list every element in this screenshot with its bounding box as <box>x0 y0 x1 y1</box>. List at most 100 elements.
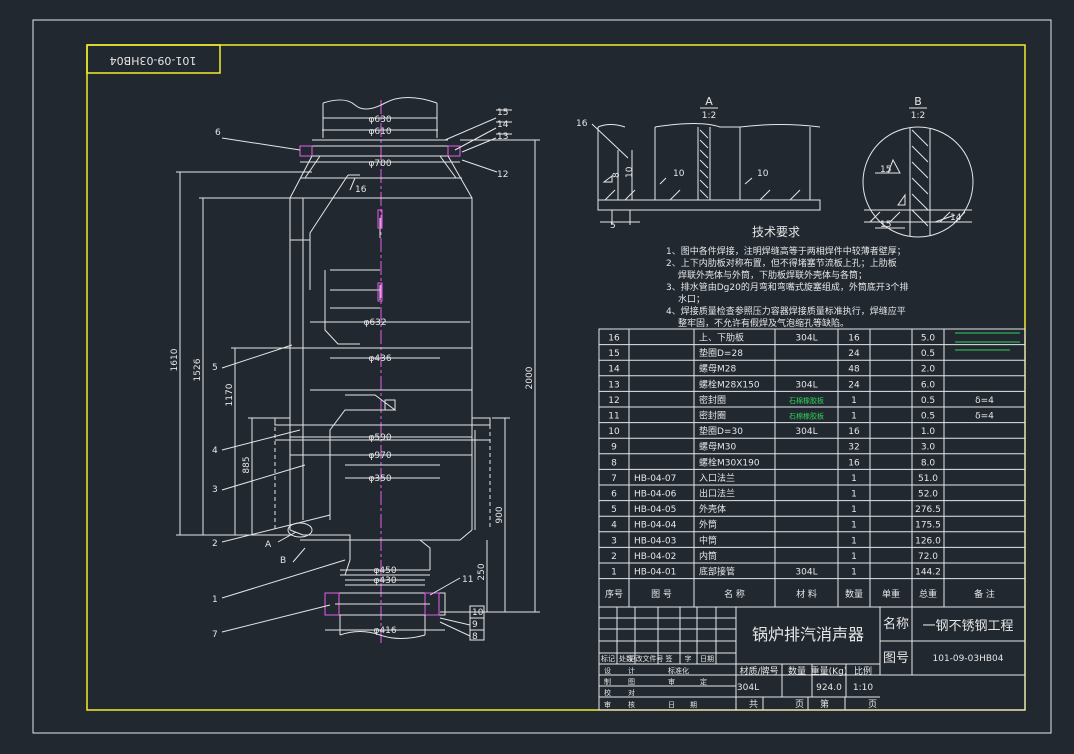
sheet-word-2: 页 <box>868 699 877 710</box>
bom-cell-name: 出口法兰 <box>699 488 735 500</box>
tech-req-title: 技术要求 <box>752 225 800 239</box>
detail-a-dim-2: 10 <box>625 166 635 178</box>
dim-1610: 1610 <box>170 348 180 371</box>
material-label: 材质/牌号 <box>739 665 778 677</box>
bom-cell-total: 51.0 <box>918 474 938 484</box>
bom-cell-mat: 304L <box>795 427 817 437</box>
bom-cell-qty: 16 <box>848 427 860 437</box>
bom-cell-total: 276.5 <box>915 505 941 515</box>
bom-cell-qty: 16 <box>848 334 860 344</box>
bom-cell-qty: 1 <box>851 552 857 562</box>
bom-cell-name: 垫圈D=30 <box>699 425 743 437</box>
bom-cell-total: 2.0 <box>921 365 936 375</box>
dim-d350: φ350 <box>368 474 391 484</box>
dim-d630: φ630 <box>368 115 391 125</box>
bom-cell-qty: 48 <box>848 365 860 375</box>
bom-cell-note: δ=4 <box>975 412 994 422</box>
dim-d632: φ632 <box>363 318 386 328</box>
bom-cell-code: HB-04-05 <box>634 505 676 515</box>
bom-cell-name: 螺栓M28X150 <box>699 378 760 390</box>
project-name: 一钢不锈钢工程 <box>922 619 1013 634</box>
detail-a-dim-1: 8 <box>612 172 622 178</box>
material-value: 304L <box>737 683 759 693</box>
dim-d416: φ416 <box>373 626 396 636</box>
bom-header-note: 备 注 <box>974 588 995 600</box>
bom-header-no: 序号 <box>605 588 623 600</box>
bom-cell-mat: 304L <box>795 380 817 390</box>
section-mark-a: A <box>265 540 272 550</box>
tag-10: 10 <box>472 608 484 618</box>
bom-cell-no: 14 <box>608 365 620 375</box>
dim-d590: φ590 <box>368 433 391 443</box>
bom-cell-no: 16 <box>608 334 620 344</box>
tech-req-line-6: 4、焊接质量检查参照压力容器焊接质量标准执行，焊缝应平 <box>666 305 906 317</box>
bom-cell-total: 0.5 <box>921 396 935 406</box>
bom-cell-note: δ=4 <box>975 396 994 406</box>
tag-14: 14 <box>497 120 509 130</box>
bom-cell-name: 密封圈 <box>699 394 726 406</box>
detail-a-tag-16: 16 <box>576 119 588 129</box>
bom-header-name: 名 称 <box>724 588 745 600</box>
bom-cell-code: HB-04-03 <box>634 536 676 546</box>
bom-cell-total: 0.5 <box>921 412 935 422</box>
code-box <box>86 44 221 74</box>
bom-cell-code: HB-04-06 <box>634 490 677 500</box>
tech-req-line-4: 3、排水管由Dg20的月弯和弯嘴式旋塞组成，外筒底开3个排 <box>666 281 909 293</box>
tag-13: 13 <box>497 132 508 142</box>
bom-cell-name: 外筒 <box>699 519 717 531</box>
bom-cell-no: 7 <box>611 474 617 484</box>
rev-label: 签 <box>666 654 673 663</box>
detail-b-mark-15a: 15 <box>880 165 891 175</box>
title-block: 标记处数更改文件号签字日期设计标准化制图审定校对审核日期 锅炉排汽消声器 名称 … <box>598 606 1026 711</box>
name-label: 名称 <box>883 616 909 632</box>
bom-cell-qty: 24 <box>848 349 860 359</box>
bom-cell-no: 13 <box>608 380 619 390</box>
bom-cell-name: 螺栓M30X190 <box>699 456 760 468</box>
bom-cell-total: 6.0 <box>921 380 936 390</box>
main-view: φ630 φ610 φ700 φ632 φ436 φ590 φ970 φ350 … <box>170 97 540 645</box>
bom-header-qty: 数量 <box>845 588 863 600</box>
detail-b: B 1:2 15 15 14 <box>862 95 974 238</box>
drawing-no-label: 图号 <box>883 651 909 666</box>
bom-cell-qty: 1 <box>851 505 857 515</box>
tech-req-line-1: 1、图中各件焊接，注明焊缝高等于两相焊件中较薄者壁厚； <box>666 245 906 257</box>
sign-label: 图 <box>628 678 635 686</box>
rev-label: 日期 <box>700 655 714 663</box>
outer-border <box>32 19 1052 734</box>
rev-label: 处数 <box>619 654 633 663</box>
sheet-no-label: 第 <box>820 698 829 710</box>
tech-requirements: 技术要求 1、图中各件焊接，注明焊缝高等于两相焊件中较薄者壁厚； 2、上下内肋板… <box>666 225 909 329</box>
drawing-no: 101-09-03HB04 <box>933 654 1004 664</box>
detail-a-dim-4: 10 <box>757 169 769 179</box>
bom-cell-total: 144.2 <box>915 568 941 578</box>
detail-b-mark-15b: 15 <box>880 220 891 230</box>
bom-cell-total: 126.0 <box>915 536 941 546</box>
bom-cell-total: 175.5 <box>915 521 941 531</box>
bom-cell-qty: 24 <box>848 380 860 390</box>
tag-12: 12 <box>497 170 508 180</box>
bom-cell-total: 3.0 <box>921 443 936 453</box>
bom-cell-mat: 304L <box>795 334 817 344</box>
dim-d700: φ700 <box>368 159 391 169</box>
weight-value: 924.0 <box>816 683 842 693</box>
detail-a-dim-3: 10 <box>673 169 685 179</box>
rev-label: 字 <box>685 654 692 663</box>
bom-cell-no: 9 <box>611 443 617 453</box>
bom-header-unit: 单重 <box>882 588 900 600</box>
tech-req-line-5: 水口； <box>678 293 705 305</box>
detail-a-label: A <box>705 95 713 108</box>
detail-b-label: B <box>914 95 922 108</box>
bom-cell-name: 密封圈 <box>699 410 726 422</box>
sign-label: 期 <box>690 701 697 709</box>
bom-cell-no: 8 <box>611 458 617 468</box>
dim-d970: φ970 <box>368 451 391 461</box>
tech-req-line-3: 焊联外壳体与外筒，下肋板焊联外壳体与各筒； <box>678 269 867 281</box>
bom-cell-name: 外壳体 <box>699 503 726 515</box>
bom-cell-no: 1 <box>611 568 617 578</box>
bom-cell-total: 0.5 <box>921 349 935 359</box>
qty-label: 数量 <box>788 665 806 677</box>
sign-label: 对 <box>628 688 635 697</box>
sign-label: 校 <box>604 688 611 697</box>
scale-value: 1:10 <box>853 683 873 693</box>
